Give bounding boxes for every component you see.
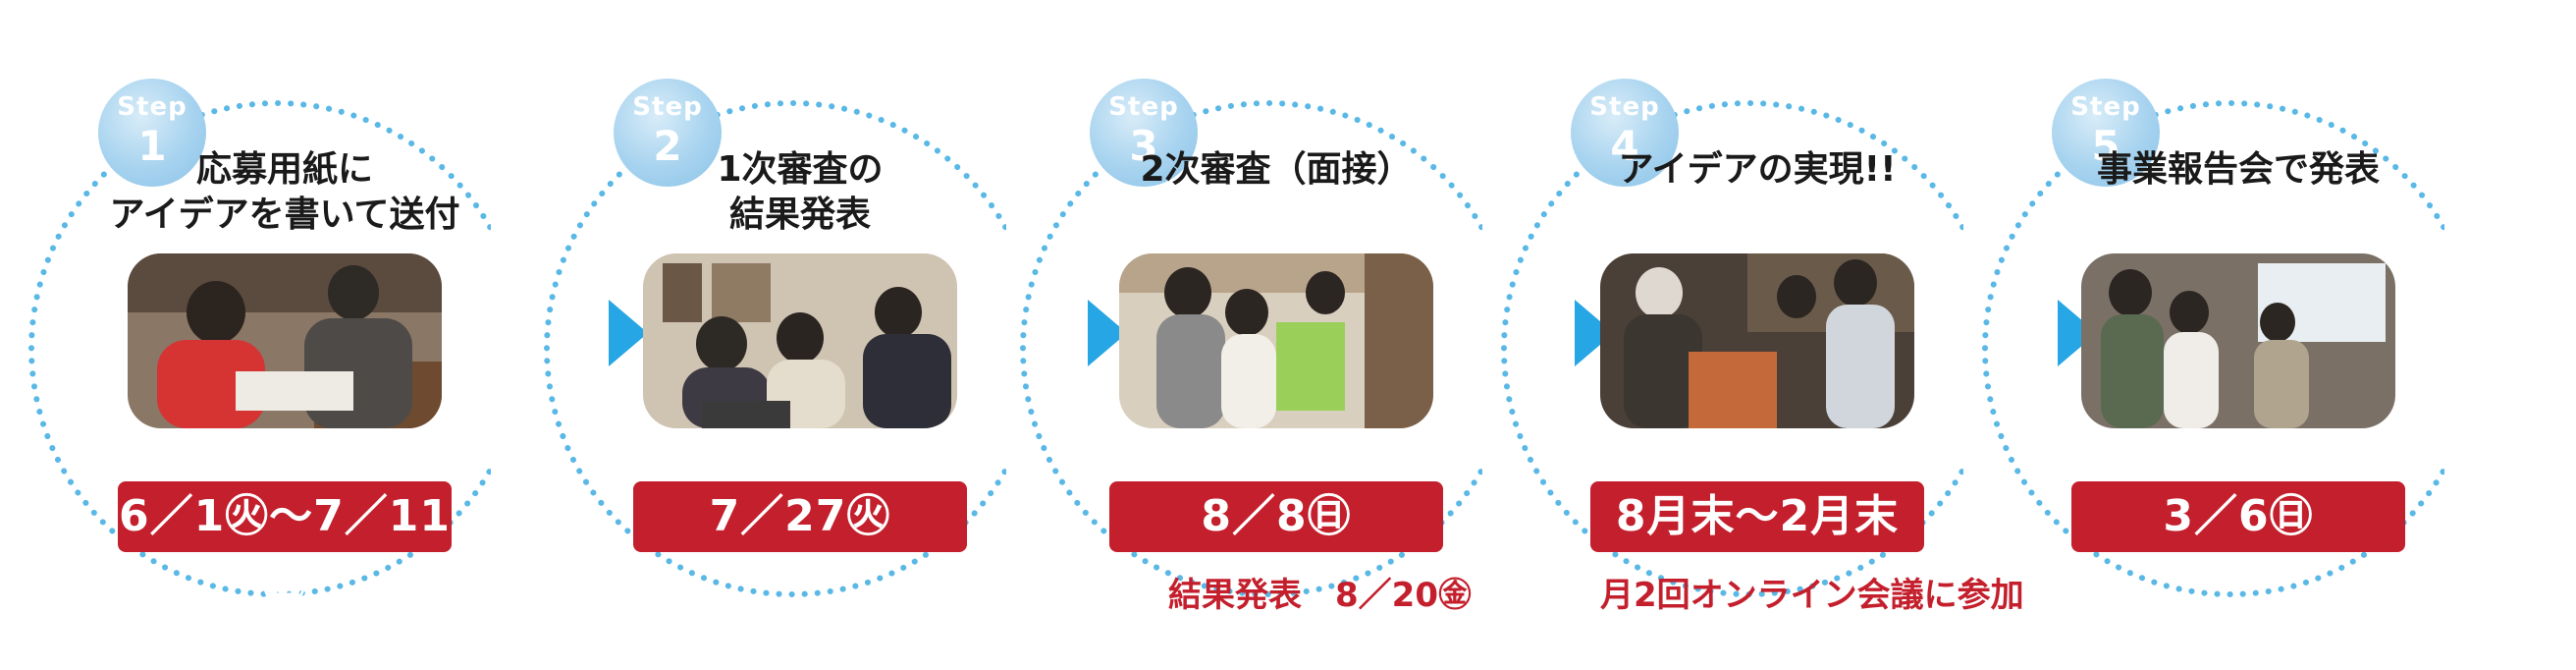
step-photo	[1119, 253, 1433, 428]
dotted-ring	[28, 100, 491, 597]
step-note: 月2回オンライン会議に参加	[1600, 576, 2024, 615]
step-photo	[643, 253, 957, 428]
step-photo	[128, 253, 442, 428]
step-badge: Step 4	[1571, 79, 1679, 187]
step-badge: Step 3	[1090, 79, 1198, 187]
step-2: Step 2 1次審査の 結果発表 7／27㊋	[515, 0, 1006, 670]
step-5: Step 5 事業報告会で発表 3／6㊐	[1954, 0, 2444, 670]
step-badge: Step 1	[98, 79, 206, 187]
dotted-ring	[544, 100, 1006, 597]
step-photo	[2081, 253, 2395, 428]
date-band: 6／1㊋～7／11㊐	[118, 481, 452, 612]
date-band: 7／27㊋	[633, 481, 967, 552]
step-title: アイデアの実現!!	[1618, 149, 1897, 190]
dotted-ring	[1501, 100, 1963, 597]
step-title: 事業報告会で発表	[2096, 149, 2380, 190]
step-title: 応募用紙に アイデアを書いて送付	[109, 149, 460, 235]
date-band: 3／6㊐	[2071, 481, 2405, 552]
date-band: 8／8㊐	[1109, 481, 1443, 552]
date-band: 8月末～2月末	[1590, 481, 1924, 552]
step-title: 2次審査（面接）	[1140, 149, 1413, 190]
dotted-ring	[1020, 100, 1482, 597]
step-title: 1次審査の 結果発表	[717, 149, 884, 235]
step-4: Step 4 アイデアの実現!! 8月末～2月末 月2回オンライン会議に参加	[1473, 0, 2024, 670]
step-photo	[1600, 253, 1914, 428]
dotted-ring	[1982, 100, 2444, 597]
next-step-arrow	[609, 300, 648, 366]
step-badge: Step 2	[614, 79, 722, 187]
step-1: Step 1 応募用紙に アイデアを書いて送付 6／1㊋～7／11㊐	[0, 0, 491, 670]
step-note: 結果発表 8／20㊎	[1168, 576, 1472, 615]
step-badge: Step 5	[2052, 79, 2160, 187]
step-3: Step 3 2次審査（面接） 8／8㊐ 結果発表 8／20㊎	[992, 0, 1482, 670]
